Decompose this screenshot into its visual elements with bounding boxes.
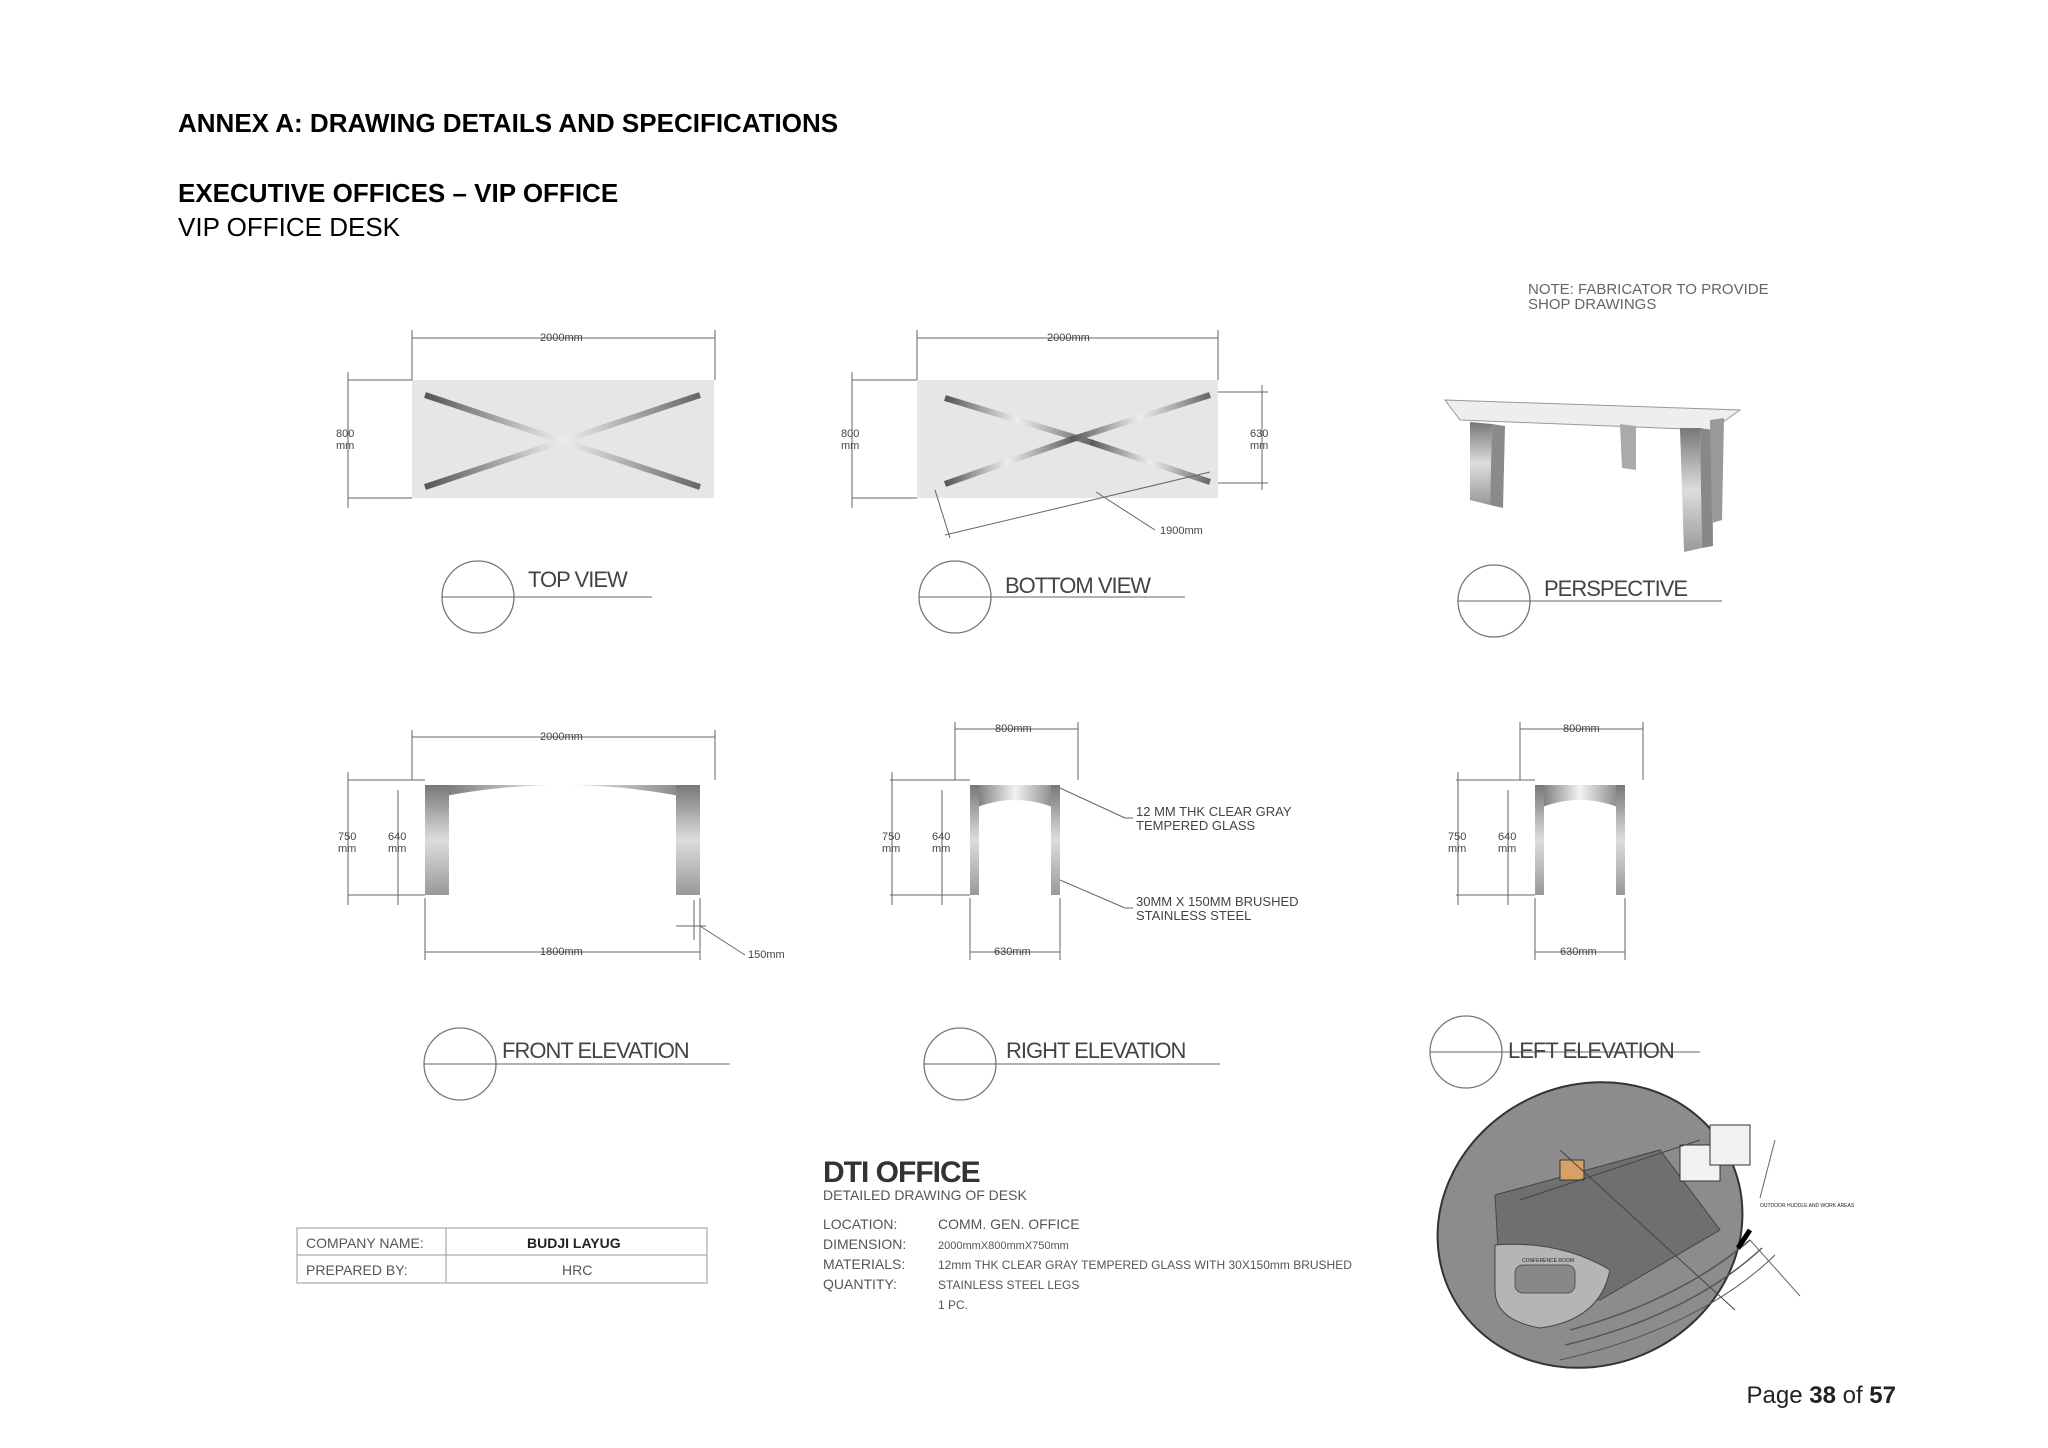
front-height-unit: mm xyxy=(338,843,356,855)
prepared-by-label: PREPARED BY: xyxy=(306,1262,408,1278)
perspective-label: PERSPECTIVE xyxy=(1544,576,1687,601)
front-leg-width-dim: 150mm xyxy=(748,949,785,961)
front-elevation-drawing: 2000mm 750 mm 640 mm 1800mm 150mm FRONT … xyxy=(338,730,785,1101)
page-number: 38 xyxy=(1809,1382,1836,1409)
bottom-width-dim: 2000mm xyxy=(1047,332,1090,344)
fabricator-note: NOTE: FABRICATOR TO PROVIDE SHOP DRAWING… xyxy=(1528,281,1769,313)
right-span-dim: 630mm xyxy=(994,946,1031,958)
right-leg-height-unit: mm xyxy=(932,843,950,855)
perspective-drawing: PERSPECTIVE xyxy=(1443,399,1742,638)
left-elevation-drawing: 800mm 750 mm 640 mm 630mm LEFT ELEVATION xyxy=(1429,722,1700,1089)
company-name-value: BUDJI LAYUG xyxy=(527,1235,621,1251)
bottom-diagonal-dim: 1900mm xyxy=(1160,525,1203,537)
right-width-dim: 800mm xyxy=(995,723,1032,735)
office-floor-plan: CONFERENCE ROOM OUTDOOR HUDDLE AND WORK … xyxy=(1436,1081,1855,1369)
note-line-2: SHOP DRAWINGS xyxy=(1528,296,1656,313)
left-leg-height-unit: mm xyxy=(1498,843,1516,855)
top-view-label: TOP VIEW xyxy=(528,567,628,592)
title-block: COMPANY NAME: BUDJI LAYUG PREPARED BY: H… xyxy=(296,1227,708,1284)
office-title: DTI OFFICE xyxy=(823,1156,980,1189)
front-leg-height-unit: mm xyxy=(388,843,406,855)
conference-room-label: CONFERENCE ROOM xyxy=(1522,1258,1574,1264)
front-leg-height-dim: 640 xyxy=(388,831,406,843)
location-label: LOCATION: xyxy=(823,1216,897,1232)
right-elevation-label: RIGHT ELEVATION xyxy=(1006,1038,1185,1063)
front-elevation-label: FRONT ELEVATION xyxy=(502,1038,689,1063)
bottom-depth-unit: mm xyxy=(841,440,859,452)
bottom-depth-dim: 800 xyxy=(841,428,859,440)
steel-callout-1: 30MM X 150MM BRUSHED xyxy=(1136,894,1299,909)
drawing-subtitle: DETAILED DRAWING OF DESK xyxy=(823,1187,1027,1203)
right-height-unit: mm xyxy=(882,843,900,855)
top-depth-dim: 800 xyxy=(336,428,354,440)
page-of: of xyxy=(1835,1382,1870,1409)
prepared-by-value: HRC xyxy=(562,1262,592,1278)
left-elevation-label: LEFT ELEVATION xyxy=(1508,1038,1674,1063)
glass-callout-2: TEMPERED GLASS xyxy=(1136,818,1256,833)
bottom-view-drawing: 2000mm 800 mm 630 mm 1900mm BOTTOM VIEW xyxy=(841,330,1268,634)
dimension-label: DIMENSION: xyxy=(823,1236,906,1252)
page-prefix: Page xyxy=(1746,1382,1810,1409)
left-span-dim: 630mm xyxy=(1560,946,1597,958)
outdoor-area-label: OUTDOOR HUDDLE AND WORK AREAS xyxy=(1760,1203,1855,1209)
company-name-label: COMPANY NAME: xyxy=(306,1235,424,1251)
right-height-dim: 750 xyxy=(882,831,900,843)
page-total: 57 xyxy=(1869,1382,1896,1409)
spec-block: DTI OFFICE DETAILED DRAWING OF DESK LOCA… xyxy=(823,1156,1352,1312)
materials-value-2: STAINLESS STEEL LEGS xyxy=(938,1278,1079,1292)
materials-value: 12mm THK CLEAR GRAY TEMPERED GLASS WITH … xyxy=(938,1258,1352,1272)
front-height-dim: 750 xyxy=(338,831,356,843)
dimension-value: 2000mmX800mmX750mm xyxy=(938,1240,1069,1252)
bottom-inner-depth-unit: mm xyxy=(1250,440,1268,452)
top-width-dim: 2000mm xyxy=(540,332,583,344)
quantity-label: QUANTITY: xyxy=(823,1276,897,1292)
note-line-1: NOTE: FABRICATOR TO PROVIDE xyxy=(1528,281,1769,298)
right-elevation-drawing: 800mm 750 mm 640 mm 630mm 12 MM THK CLEA… xyxy=(882,722,1299,1101)
right-leg-height-dim: 640 xyxy=(932,831,950,843)
section-title: EXECUTIVE OFFICES – VIP OFFICE xyxy=(178,178,619,208)
left-leg-height-dim: 640 xyxy=(1498,831,1516,843)
left-width-dim: 800mm xyxy=(1563,723,1600,735)
location-value: COMM. GEN. OFFICE xyxy=(938,1216,1080,1232)
front-span-dim: 1800mm xyxy=(540,946,583,958)
top-depth-unit: mm xyxy=(336,440,354,452)
bottom-inner-depth-dim: 630 xyxy=(1250,428,1268,440)
materials-label: MATERIALS: xyxy=(823,1256,905,1272)
annex-title: ANNEX A: DRAWING DETAILS AND SPECIFICATI… xyxy=(178,108,839,138)
front-width-dim: 2000mm xyxy=(540,731,583,743)
glass-callout-1: 12 MM THK CLEAR GRAY xyxy=(1136,804,1292,819)
top-view-drawing: 2000mm 800 mm TOP VIEW xyxy=(336,330,716,634)
page-footer: Page 38 of 57 xyxy=(1747,1382,1896,1410)
quantity-value: 1 PC. xyxy=(938,1298,968,1312)
bottom-view-label: BOTTOM VIEW xyxy=(1005,573,1151,598)
left-height-unit: mm xyxy=(1448,843,1466,855)
item-title: VIP OFFICE DESK xyxy=(178,212,401,242)
steel-callout-2: STAINLESS STEEL xyxy=(1136,908,1251,923)
left-height-dim: 750 xyxy=(1448,831,1466,843)
